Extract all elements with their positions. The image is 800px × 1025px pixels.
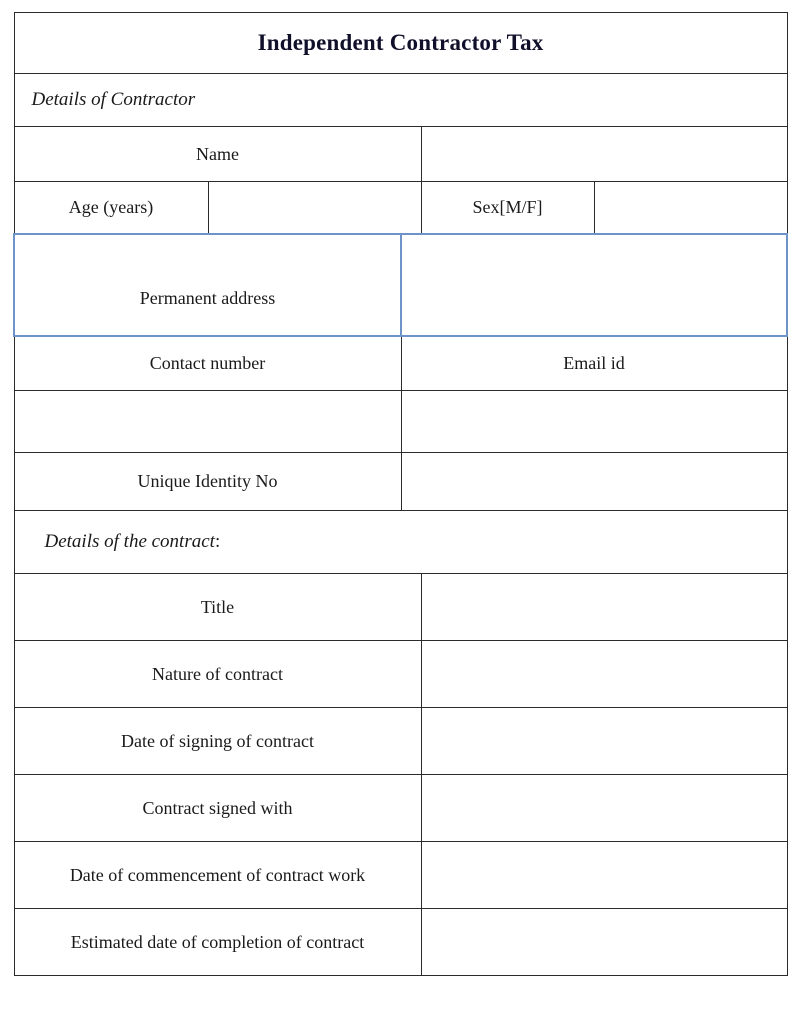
field-date-of-signing[interactable] <box>420 707 788 775</box>
label-permanent-address: Permanent address <box>13 232 402 337</box>
label-contact-number: Contact number <box>13 335 402 391</box>
table-row-name: Name <box>13 126 788 182</box>
table-row-date-of-commencement: Date of commencement of contract work <box>13 841 788 909</box>
label-email-id: Email id <box>400 335 788 391</box>
field-age[interactable] <box>207 181 422 234</box>
label-date-of-commencement: Date of commencement of contract work <box>13 841 422 909</box>
label-estimated-completion: Estimated date of completion of contract <box>13 908 422 976</box>
table-row-age-sex: Age (years) Sex[M/F] <box>13 181 788 234</box>
table-row-permanent-address: Permanent address <box>13 232 789 337</box>
field-email-id[interactable] <box>400 390 788 453</box>
section-heading-contractor: Details of Contractor <box>13 73 788 127</box>
table-row-date-of-signing: Date of signing of contract <box>13 707 788 775</box>
field-estimated-completion[interactable] <box>420 908 788 976</box>
field-date-of-commencement[interactable] <box>420 841 788 909</box>
field-nature-of-contract[interactable] <box>420 640 788 708</box>
form-title: Independent Contractor Tax <box>13 12 788 74</box>
label-nature-of-contract: Nature of contract <box>13 640 422 708</box>
field-unique-identity-no[interactable] <box>400 452 788 511</box>
label-name: Name <box>13 126 422 182</box>
section-heading-row-contractor: Details of Contractor <box>13 73 788 127</box>
field-sex[interactable] <box>593 181 788 234</box>
label-unique-identity-no: Unique Identity No <box>13 452 402 511</box>
table-row-contact-email-fields <box>13 390 788 453</box>
section-heading-contract: Details of the contract: <box>13 510 788 574</box>
table-row-estimated-completion: Estimated date of completion of contract <box>13 908 788 976</box>
title-row: Independent Contractor Tax <box>13 12 788 74</box>
label-contract-signed-with: Contract signed with <box>13 774 422 842</box>
label-contract-title: Title <box>13 573 422 641</box>
field-contract-title[interactable] <box>420 573 788 641</box>
contractor-tax-form: Independent Contractor Tax Details of Co… <box>13 12 789 976</box>
field-contract-signed-with[interactable] <box>420 774 788 842</box>
label-sex: Sex[M/F] <box>420 181 595 234</box>
section-heading-contract-colon: : <box>214 531 221 552</box>
table-row-contract-signed-with: Contract signed with <box>13 774 788 842</box>
table-row-nature-of-contract: Nature of contract <box>13 640 788 708</box>
field-permanent-address[interactable] <box>399 232 789 337</box>
table-row-contact-email-labels: Contact number Email id <box>13 335 788 391</box>
field-contact-number[interactable] <box>13 390 402 453</box>
field-name[interactable] <box>420 126 788 182</box>
section-heading-contract-text: Details of the contract <box>44 531 215 552</box>
table-row-contract-title: Title <box>13 573 788 641</box>
table-row-unique-identity: Unique Identity No <box>13 452 788 511</box>
label-age: Age (years) <box>13 181 209 234</box>
label-date-of-signing: Date of signing of contract <box>13 707 422 775</box>
section-heading-row-contract: Details of the contract: <box>13 510 788 574</box>
